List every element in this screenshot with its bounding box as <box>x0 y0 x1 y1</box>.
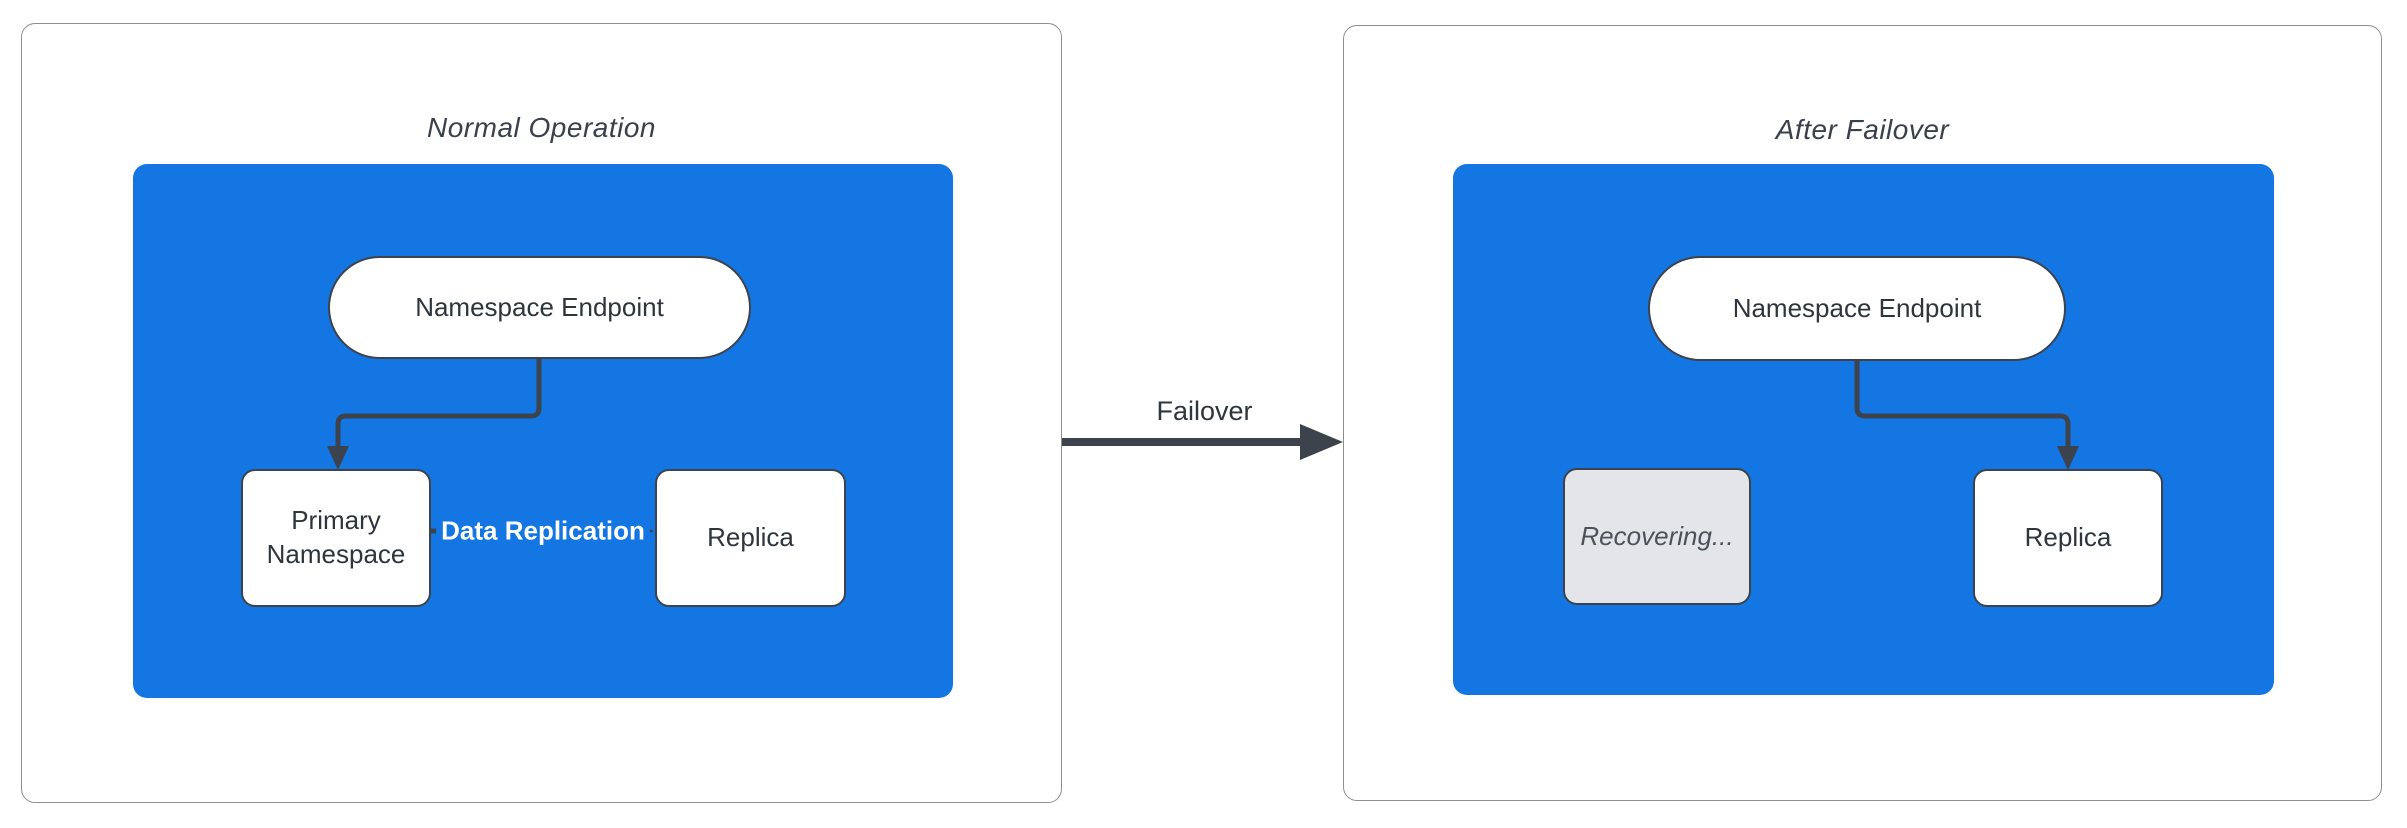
failover-arrow <box>1062 424 1343 460</box>
data-replication-label: Data Replication <box>436 513 650 549</box>
cluster-failover-edges <box>1854 355 2079 470</box>
node-label: Primary Namespace <box>266 505 406 569</box>
node-label: Recovering... <box>1580 520 1734 551</box>
node-namespace-endpoint: Namespace Endpoint <box>1648 256 2066 361</box>
node-recovering: Recovering... <box>1563 468 1751 605</box>
failover-label: Failover <box>1156 396 1253 426</box>
endpoint-to-primary-arrow <box>327 353 542 470</box>
panel-after-failover: After Failover Namespace Endpoint Recove… <box>1343 25 2382 801</box>
node-label: Replica <box>707 522 794 553</box>
endpoint-to-replica-arrow <box>1854 355 2079 470</box>
failover-transition: Failover <box>1062 396 1347 472</box>
panel-title-normal-operation: Normal Operation <box>427 112 656 143</box>
node-primary-namespace: Primary Namespace <box>241 469 431 607</box>
node-label: Replica <box>2024 522 2112 553</box>
node-label: Namespace Endpoint <box>415 291 664 322</box>
cluster-box-after-failover: Namespace Endpoint Recovering... Replica <box>1453 164 2274 695</box>
node-replica: Replica <box>655 469 846 607</box>
node-namespace-endpoint: Namespace Endpoint <box>328 256 751 359</box>
node-label: Namespace Endpoint <box>1732 292 1982 323</box>
panel-normal-operation: Normal Operation Namespace Endpoint Prim… <box>21 23 1062 803</box>
node-replica: Replica <box>1973 469 2163 607</box>
cluster-normal-edges <box>327 353 654 542</box>
panel-title-after-failover: After Failover <box>1775 114 1950 145</box>
cluster-box-normal: Namespace Endpoint Primary Namespace Rep… <box>133 164 953 698</box>
